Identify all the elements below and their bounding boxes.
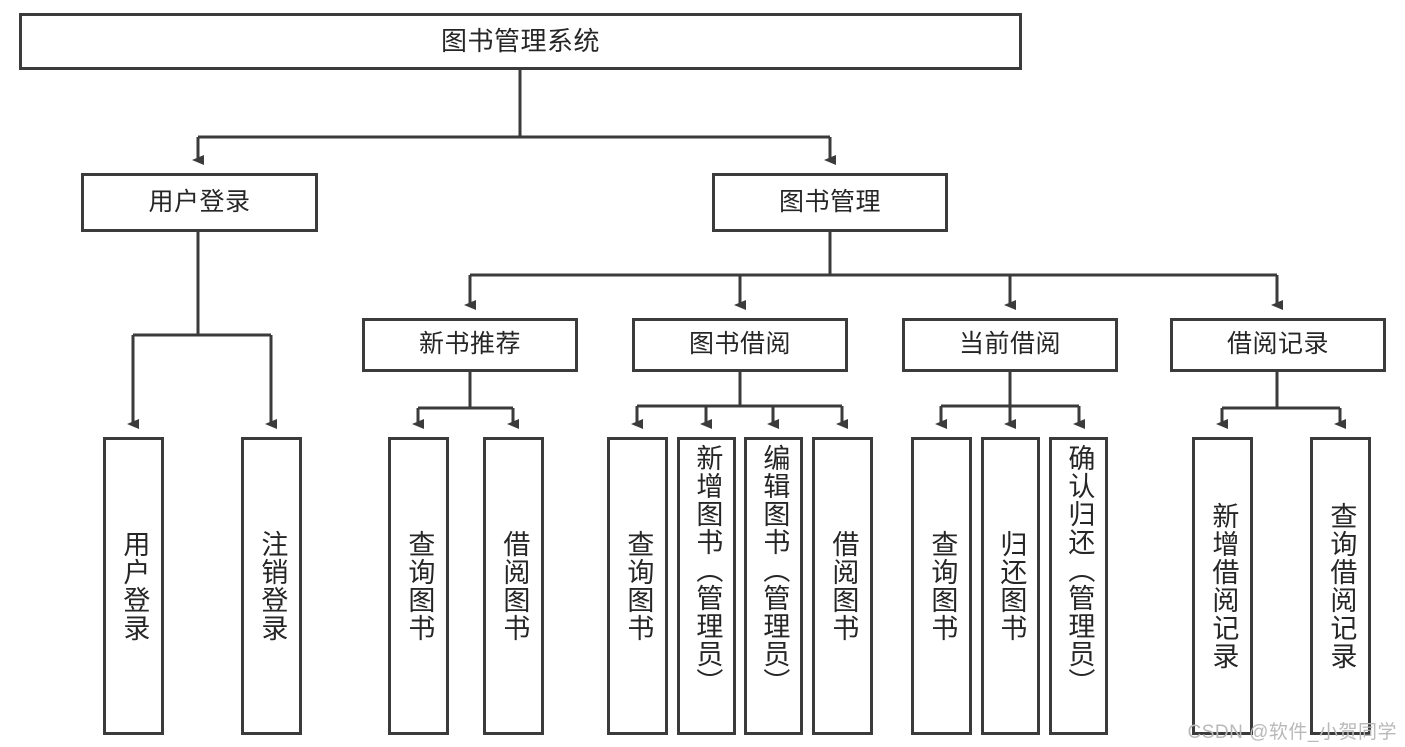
node-label: 借阅图书 xyxy=(828,530,859,642)
leaf-return-book[interactable]: 归还图书 xyxy=(981,437,1040,735)
node-book-management[interactable]: 图书管理 xyxy=(712,173,948,232)
node-label: 查询图书 xyxy=(404,530,435,642)
node-label: 新增图书（管理员） xyxy=(692,444,723,696)
leaf-confirm-return-admin[interactable]: 确认归还（管理员） xyxy=(1049,437,1108,735)
node-label: 用户登录 xyxy=(148,187,251,216)
node-book-borrow[interactable]: 图书借阅 xyxy=(632,318,848,372)
leaf-borrow-book[interactable]: 借阅图书 xyxy=(812,437,873,735)
node-label: 借阅图书 xyxy=(499,530,530,642)
leaf-add-book-admin[interactable]: 新增图书（管理员） xyxy=(677,437,736,735)
node-user-login[interactable]: 用户登录 xyxy=(81,173,318,232)
node-label: 注销登录 xyxy=(257,530,288,642)
node-label: 确认归还（管理员） xyxy=(1064,444,1095,696)
leaf-borrow-book-recommend[interactable]: 借阅图书 xyxy=(483,437,544,735)
node-root-book-management-system[interactable]: 图书管理系统 xyxy=(19,13,1022,70)
leaf-edit-book-admin[interactable]: 编辑图书（管理员） xyxy=(744,437,803,735)
node-label: 查询图书 xyxy=(623,530,654,642)
leaf-query-borrow-record[interactable]: 查询借阅记录 xyxy=(1310,437,1371,735)
watermark: CSDN @软件_小贺同学 xyxy=(1187,722,1397,743)
node-label: 图书借阅 xyxy=(688,330,791,359)
node-borrow-record[interactable]: 借阅记录 xyxy=(1170,318,1386,372)
node-label: 当前借阅 xyxy=(958,330,1061,359)
node-label: 新增借阅记录 xyxy=(1208,502,1239,670)
node-label: 查询图书 xyxy=(927,530,958,642)
leaf-query-book-current[interactable]: 查询图书 xyxy=(911,437,972,735)
leaf-add-borrow-record[interactable]: 新增借阅记录 xyxy=(1192,437,1253,735)
node-label: 借阅记录 xyxy=(1226,330,1329,359)
node-label: 新书推荐 xyxy=(418,330,521,359)
node-new-book-recommend[interactable]: 新书推荐 xyxy=(362,318,578,372)
node-label: 用户登录 xyxy=(119,530,150,642)
node-label: 图书管理系统 xyxy=(440,26,600,57)
leaf-user-login[interactable]: 用户登录 xyxy=(103,437,164,735)
node-label: 查询借阅记录 xyxy=(1326,502,1357,670)
node-label: 图书管理 xyxy=(778,187,881,216)
node-label: 编辑图书（管理员） xyxy=(759,444,790,696)
leaf-logout-login[interactable]: 注销登录 xyxy=(241,437,302,735)
leaf-query-book-recommend[interactable]: 查询图书 xyxy=(388,437,449,735)
leaf-query-book-borrow[interactable]: 查询图书 xyxy=(607,437,668,735)
node-label: 归还图书 xyxy=(996,530,1027,642)
node-current-borrow[interactable]: 当前借阅 xyxy=(902,318,1118,372)
